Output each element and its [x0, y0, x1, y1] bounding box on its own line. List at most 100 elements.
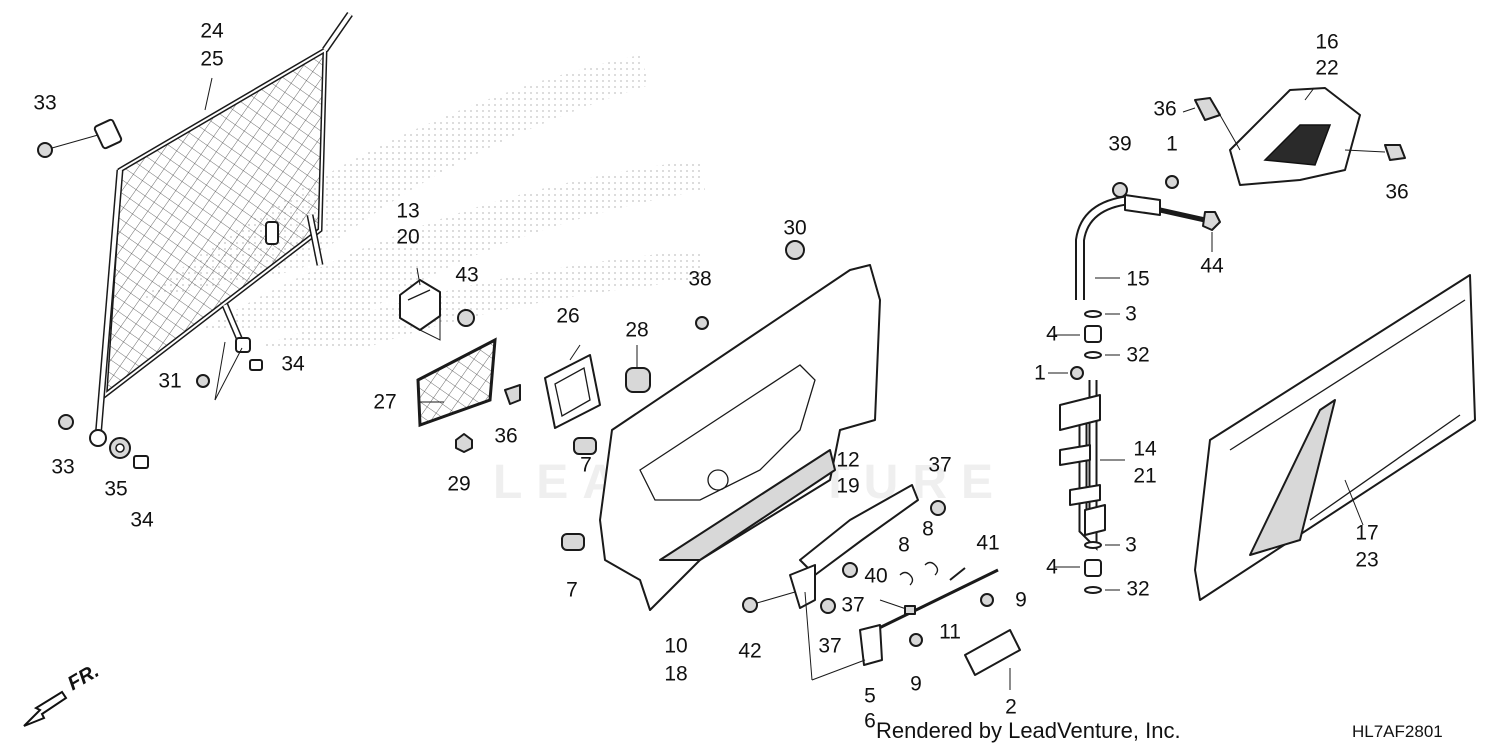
- cargo-net-mesh: [105, 50, 325, 395]
- callout-25: 25: [200, 48, 223, 71]
- callout-7-bottom: 7: [566, 579, 578, 602]
- callout-31: 31: [158, 370, 181, 393]
- callout-11: 11: [939, 621, 961, 644]
- callout-5: 5: [864, 685, 876, 708]
- cap-1-top-icon: [1165, 175, 1179, 189]
- callout-10: 10: [664, 635, 687, 658]
- callout-2: 2: [1005, 696, 1017, 719]
- callout-4-bottom: 4: [1046, 556, 1058, 579]
- callout-23: 23: [1355, 549, 1378, 572]
- callout-8-left: 8: [898, 534, 910, 557]
- callout-40: 40: [864, 565, 887, 588]
- callout-28: 28: [625, 319, 648, 342]
- callout-8-right: 8: [922, 518, 934, 541]
- callout-44: 44: [1200, 255, 1224, 278]
- bolt-37-bottom-icon: [820, 598, 836, 614]
- bolt-37-top-icon: [930, 500, 946, 516]
- clip-30-icon: [785, 240, 805, 260]
- callout-16: 16: [1315, 31, 1338, 54]
- washer-32-bottom-icon: [1084, 586, 1102, 594]
- bolt-37-mid-icon: [842, 562, 858, 578]
- callout-15: 15: [1126, 268, 1149, 291]
- callout-12: 12: [836, 449, 859, 472]
- handle-2-part: [964, 629, 1021, 676]
- stopper-7-top-icon: [573, 437, 597, 455]
- callout-7-top: 7: [580, 454, 592, 477]
- callout-9-right: 9: [1015, 589, 1027, 612]
- callout-1-top: 1: [1166, 133, 1178, 156]
- clip-36-left-icon: [504, 384, 521, 405]
- callout-43: 43: [455, 264, 478, 287]
- latch-5-part: [859, 624, 883, 666]
- bolt-33-top-icon: [37, 142, 53, 158]
- spring-8-left-icon: [899, 571, 914, 586]
- callout-9-bottom: 9: [910, 673, 922, 696]
- net-end-loop: [89, 429, 107, 447]
- screw-38-icon: [695, 316, 709, 330]
- callout-13: 13: [396, 200, 419, 223]
- bracket-and-pocket-net: [399, 279, 521, 453]
- callout-4-top: 4: [1046, 323, 1058, 346]
- cap-1-mid-icon: [1070, 366, 1084, 380]
- bushing-4-top-icon: [1084, 325, 1102, 343]
- callout-26: 26: [556, 305, 579, 328]
- bolt-42-icon: [742, 597, 758, 613]
- callout-42: 42: [738, 640, 761, 663]
- callout-labels: 24 25 33 33 31 34 34 35 13 20 43 27 36 2…: [33, 20, 1408, 733]
- bolt-44-part: [1159, 207, 1206, 223]
- callout-3-top: 3: [1125, 303, 1137, 326]
- latch-mechanism: [742, 484, 1021, 690]
- door-panel-17-part: [1194, 274, 1476, 601]
- callout-38: 38: [688, 268, 711, 291]
- latch-plate-part: [789, 564, 816, 609]
- clip-40-icon: [904, 605, 916, 615]
- callout-20: 20: [396, 226, 419, 249]
- callout-36-top: 36: [1153, 98, 1176, 121]
- clip-41-part: [949, 567, 966, 581]
- callout-37-mid: 37: [841, 594, 864, 617]
- callout-29: 29: [447, 473, 470, 496]
- callout-19: 19: [836, 475, 859, 498]
- hinge-assembly: [1059, 175, 1221, 594]
- callout-33-top: 33: [33, 92, 56, 115]
- nut-39-icon: [1112, 182, 1128, 198]
- callout-6: 6: [864, 710, 876, 733]
- callout-3-bottom: 3: [1125, 534, 1137, 557]
- callout-41: 41: [976, 532, 999, 555]
- pin-15-part: [1075, 195, 1131, 300]
- callout-34-top: 34: [281, 353, 305, 376]
- callout-14: 14: [1133, 438, 1157, 461]
- clip-36-right-icon: [1384, 144, 1406, 161]
- oring-3-bottom-icon: [1084, 541, 1102, 549]
- callout-30: 30: [783, 217, 806, 240]
- callout-37-top: 37: [928, 454, 951, 477]
- callout-21: 21: [1133, 465, 1156, 488]
- rod-11-part: [874, 568, 999, 632]
- callout-39: 39: [1108, 133, 1131, 156]
- nut-34-bottom-icon: [133, 455, 149, 469]
- diagram-code: HL7AF2801: [1352, 722, 1443, 741]
- lid-and-grommet: [544, 354, 651, 429]
- callout-33-bottom: 33: [51, 456, 74, 479]
- bushing-4-bottom-icon: [1084, 559, 1102, 577]
- callout-leaders: [204, 77, 1364, 591]
- net-hook: [265, 221, 279, 245]
- front-direction-arrow-icon: [23, 690, 68, 727]
- callout-1-mid: 1: [1034, 362, 1046, 385]
- bolt-33-bottom-icon: [58, 414, 74, 430]
- stopper-7-bottom-icon: [561, 533, 585, 551]
- net-fasteners: [37, 134, 263, 469]
- callout-17: 17: [1355, 522, 1378, 545]
- callout-36-right: 36: [1385, 181, 1408, 204]
- callout-24: 24: [200, 20, 224, 43]
- spring-8-right-icon: [924, 561, 939, 576]
- washer-32-top-icon: [1084, 351, 1102, 359]
- nut-34-top-icon: [249, 359, 263, 371]
- grommet-9-bottom-icon: [909, 633, 923, 647]
- oring-3-top-icon: [1084, 310, 1102, 318]
- grommet-9-right-icon: [980, 593, 994, 607]
- pocket-net-27-part: [416, 337, 497, 428]
- cargo-net-assembly: [89, 12, 353, 447]
